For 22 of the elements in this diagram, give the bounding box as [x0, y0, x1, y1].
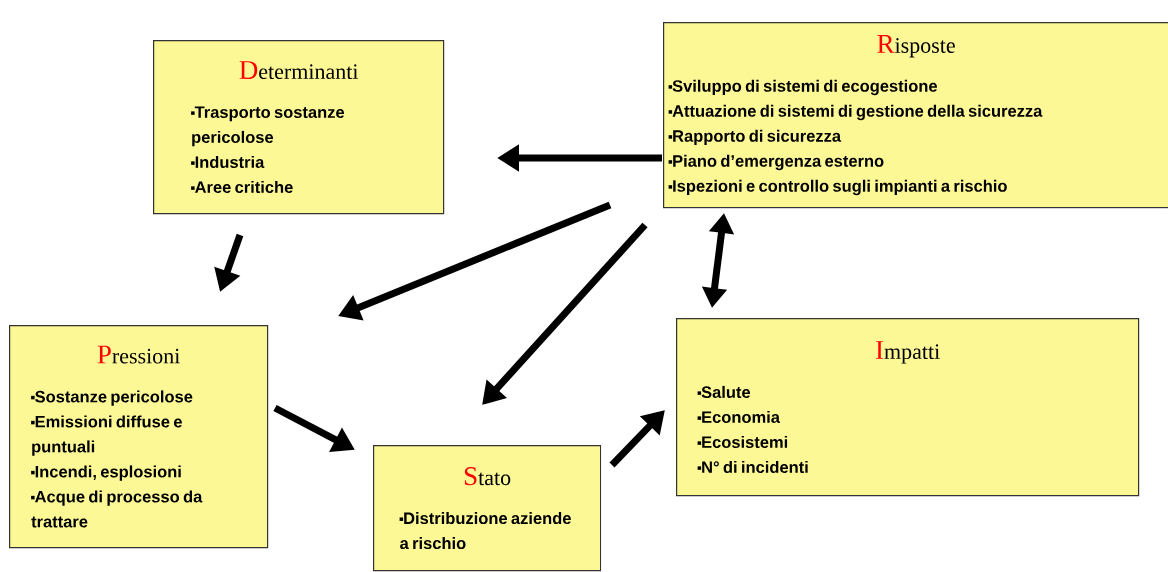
bullet-item: Trasporto sostanze pericolose — [191, 106, 345, 147]
text-box: Impatti Salute Economia Ecosistemi N° di incidenti — [676, 318, 1140, 497]
bullet-item: Attuazione di sistemi di gestione della sicurezza — [668, 104, 1043, 121]
bullet-item: Sostanze pericolose — [31, 390, 193, 406]
bullet-item: Aree critiche — [191, 180, 293, 193]
bullet-item: N° di incidenti — [697, 460, 808, 473]
text-box: Stato Distribuzione aziende a rischio — [373, 445, 602, 572]
bullet-item: Salute — [697, 385, 751, 398]
text-box: Determinanti Trasporto sostanze pericolose Industria Aree critiche — [153, 40, 445, 215]
bullet-item: Ecosistemi — [697, 435, 788, 448]
text-box: Pressioni Sostanze pericolose Emissioni diffuse e puntuali Incendi, esplosioni Acque di processo da trattare — [9, 325, 269, 549]
bullet-item: Ispezioni e controllo sugli impianti a rischio — [668, 179, 1007, 196]
bullet-item: Acque di processo da trattare — [31, 490, 203, 528]
bullet-item: Sviluppo di sistemi di ecogestione — [668, 79, 937, 96]
text-box: Risposte Sviluppo di sistemi di ecogestione Attuazione di sistemi di gestione della sicurezza Rapporto di sicurezza Piano d’emergenza esterno Ispezioni e controllo sugli impianti a rischio — [663, 22, 1168, 209]
bullet-item: Rapporto di sicurezza — [668, 129, 842, 146]
bullet-item: Incendi, esplosioni — [31, 465, 181, 481]
bullet-item: Economia — [697, 410, 781, 423]
bullet-item: Emissioni diffuse e puntuali — [31, 415, 182, 456]
bullet-item: Piano d’emergenza esterno — [668, 154, 884, 171]
bullet-item: Distribuzione aziende a rischio — [399, 512, 571, 550]
bullet-item: Industria — [191, 155, 265, 168]
